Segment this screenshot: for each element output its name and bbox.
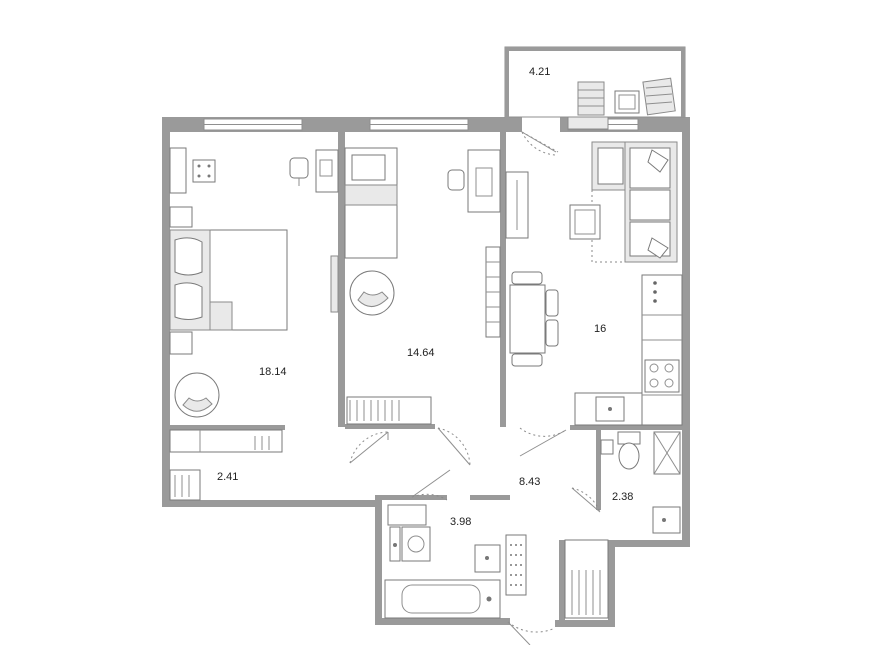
towel-radiator-icon: [505, 534, 527, 596]
wardrobe-room: [169, 429, 389, 501]
entrance-door-swing: [507, 621, 556, 633]
kids-room: [344, 147, 501, 466]
room-area-living-kitchen: 16: [594, 323, 606, 335]
toilet-room: [564, 431, 681, 619]
bathtub-icon: [384, 579, 501, 619]
kitchen-counter-icon: [574, 274, 683, 426]
bedroom-door-swing: [349, 431, 389, 464]
balcony-table-icon: [614, 90, 640, 114]
nightstand-icon: [192, 159, 216, 183]
bedroom-wardrobe-icon: [169, 147, 187, 194]
wall-panel-icon: [330, 255, 339, 313]
room-area-kids-room: 14.64: [407, 347, 435, 359]
bedroom: [169, 147, 339, 418]
balcony: [504, 46, 686, 156]
kids-wardrobe-icon: [346, 396, 432, 425]
room-area-balcony: 4.21: [529, 66, 550, 78]
room-area-wardrobe: 2.41: [217, 471, 238, 483]
bath-sink-icon: [474, 544, 501, 573]
double-bed-icon: [169, 229, 288, 331]
kitchen-door-swing: [519, 427, 567, 437]
armchair-icon: [174, 372, 220, 418]
balcony-chair-icon: [642, 77, 676, 116]
kids-door-swing: [437, 427, 471, 466]
storage-shelf-icon: [564, 539, 609, 619]
kitchen-sink-icon: [595, 396, 625, 422]
tv-unit-icon: [505, 171, 529, 239]
washing-machine-icon: [387, 504, 427, 562]
room-area-hall: 8.43: [519, 476, 540, 488]
dining-table-icon: [509, 271, 559, 367]
living-kitchen: [505, 141, 683, 457]
bookshelf-icon: [485, 246, 501, 338]
room-area-toilet: 2.38: [612, 491, 633, 503]
single-bed-icon: [344, 147, 398, 259]
office-chair-icon: [289, 157, 309, 186]
toilet-bowl-icon: [617, 431, 641, 470]
bedroom-desk-icon: [315, 149, 339, 193]
sofa-icon: [591, 141, 678, 263]
room-area-bathroom: 3.98: [450, 516, 471, 528]
armchair-icon: [349, 270, 395, 316]
kids-desk-icon: [467, 149, 501, 213]
room-area-bedroom: 18.14: [259, 366, 287, 378]
fridge-icon: [653, 281, 657, 303]
washbasin-icon: [652, 506, 681, 534]
office-chair-icon: [447, 169, 465, 191]
room-labels: 4.21 18.14 14.64 16 2.41 8.43 3.98 2.38: [217, 66, 633, 528]
bathroom: [384, 469, 556, 645]
hob-icon: [644, 359, 680, 393]
balcony-chair-icon: [577, 81, 605, 116]
